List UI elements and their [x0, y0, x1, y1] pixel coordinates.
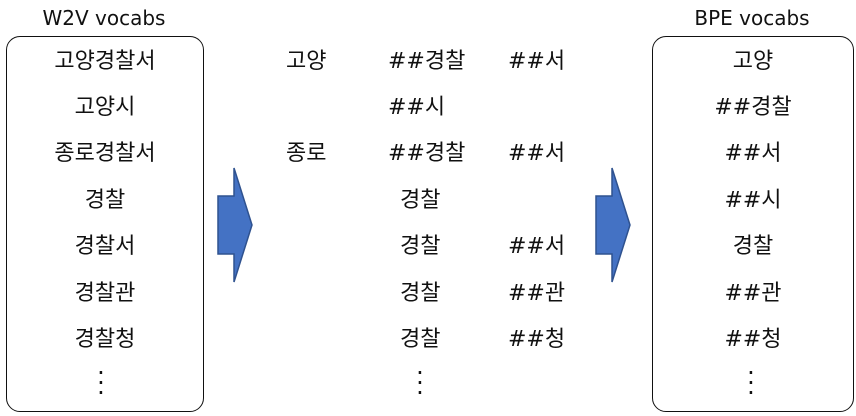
split-token: ##경찰 [388, 141, 466, 166]
split-token: ##청 [508, 327, 566, 352]
split-token: 경찰 [400, 281, 441, 306]
right-arrow-icon [595, 167, 631, 283]
bpe-vocab-item: ##서 [724, 141, 782, 166]
split-token: ##서 [508, 141, 566, 166]
right-arrow-icon [217, 167, 253, 283]
split-token: 경찰 [400, 188, 441, 213]
bpe-vocabs-box [652, 36, 854, 412]
split-token: 고양 [286, 49, 327, 74]
w2v-ellipsis: ··· [97, 359, 105, 407]
bpe-vocab-item: 고양 [732, 49, 774, 74]
w2v-vocab-item: 경찰서 [74, 234, 136, 259]
w2v-vocab-item: 경찰 [84, 188, 126, 213]
split-token: ##시 [388, 95, 446, 120]
w2v-vocabs-title: W2V vocabs [42, 6, 166, 30]
w2v-vocab-item: 경찰청 [74, 327, 136, 352]
split-ellipsis: ··· [416, 359, 424, 407]
split-token: 경찰 [400, 234, 441, 259]
split-token: 경찰 [400, 327, 441, 352]
bpe-ellipsis: ··· [747, 359, 755, 407]
bpe-vocab-item: ##경찰 [714, 95, 792, 120]
bpe-vocab-item: ##시 [724, 188, 782, 213]
w2v-vocab-item: 경찰관 [74, 281, 136, 306]
bpe-vocab-item: 경찰 [732, 234, 774, 259]
w2v-vocab-item: 종로경찰서 [54, 141, 156, 166]
bpe-vocab-item: ##청 [724, 327, 782, 352]
w2v-vocab-item: 고양경찰서 [54, 49, 156, 74]
split-token: 종로 [286, 141, 327, 166]
w2v-vocabs-box [6, 36, 204, 412]
w2v-vocab-item: 고양시 [74, 95, 136, 120]
split-token: ##경찰 [388, 49, 466, 74]
split-token: ##관 [508, 281, 566, 306]
bpe-vocab-item: ##관 [724, 281, 782, 306]
bpe-vocabs-title: BPE vocabs [694, 6, 810, 30]
split-token: ##서 [508, 49, 566, 74]
split-token: ##서 [508, 234, 566, 259]
